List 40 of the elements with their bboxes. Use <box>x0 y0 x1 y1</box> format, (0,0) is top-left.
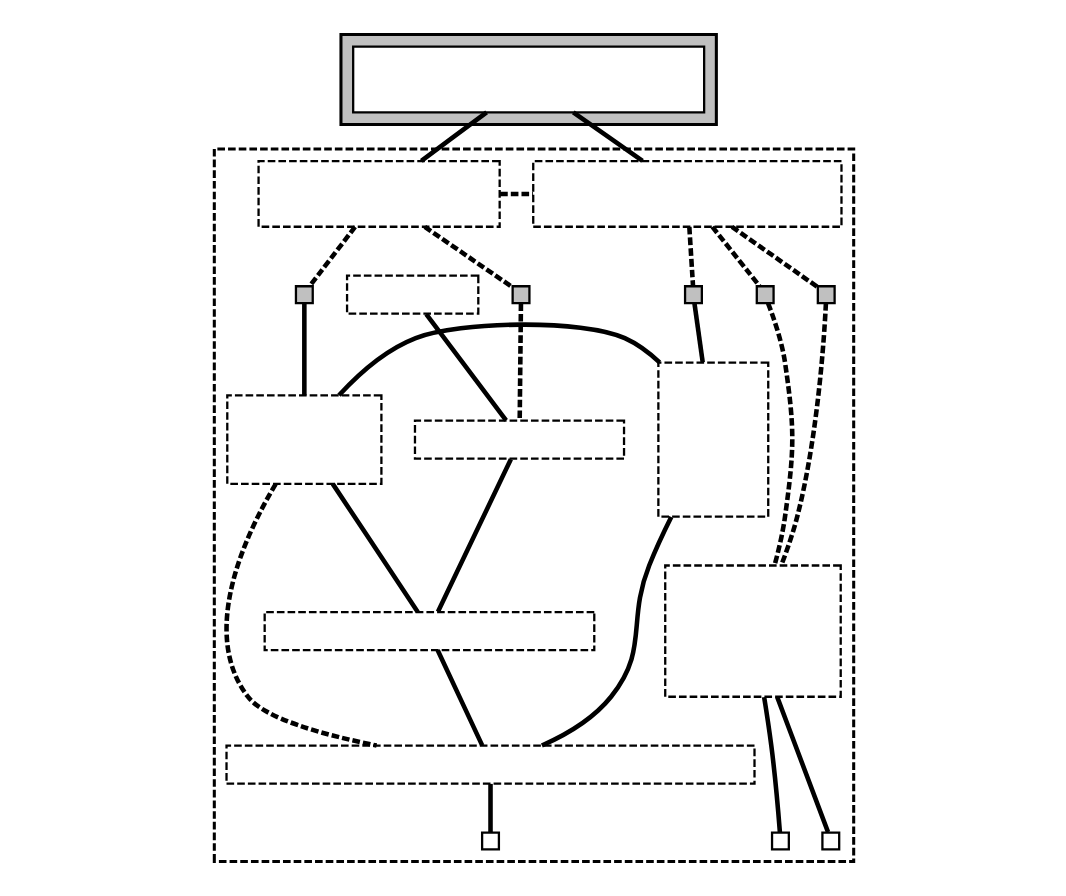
node-box <box>256 159 500 228</box>
connector <box>516 303 523 421</box>
node-box <box>293 285 313 305</box>
node-box <box>510 285 530 305</box>
connector <box>691 303 704 363</box>
node-box <box>663 564 841 698</box>
connector <box>223 483 377 748</box>
node-box <box>351 45 705 114</box>
connector <box>301 303 306 396</box>
connector <box>686 226 695 287</box>
node-box <box>815 285 835 305</box>
node-box <box>262 610 595 652</box>
connector <box>329 482 419 614</box>
cluster <box>338 32 717 127</box>
node-box <box>656 361 769 518</box>
connector <box>423 312 507 422</box>
connector <box>306 225 356 288</box>
node-box <box>479 831 500 851</box>
connector <box>487 783 492 833</box>
connector <box>764 302 794 566</box>
node-box <box>820 831 840 851</box>
node-box <box>412 419 625 460</box>
node-box <box>531 159 842 228</box>
connector <box>709 225 761 288</box>
connector <box>434 458 512 613</box>
connector <box>434 649 484 747</box>
node-box <box>769 831 789 851</box>
node-box <box>682 285 702 305</box>
connector <box>778 303 828 567</box>
node-box <box>224 744 755 785</box>
connector <box>729 225 819 290</box>
connector <box>422 225 513 290</box>
node-box <box>344 274 479 315</box>
node-box <box>754 285 774 305</box>
node-box <box>225 394 382 485</box>
connector <box>539 515 673 748</box>
cluster <box>211 147 855 864</box>
connector <box>760 696 782 833</box>
connector <box>499 191 533 197</box>
connector <box>336 322 661 397</box>
